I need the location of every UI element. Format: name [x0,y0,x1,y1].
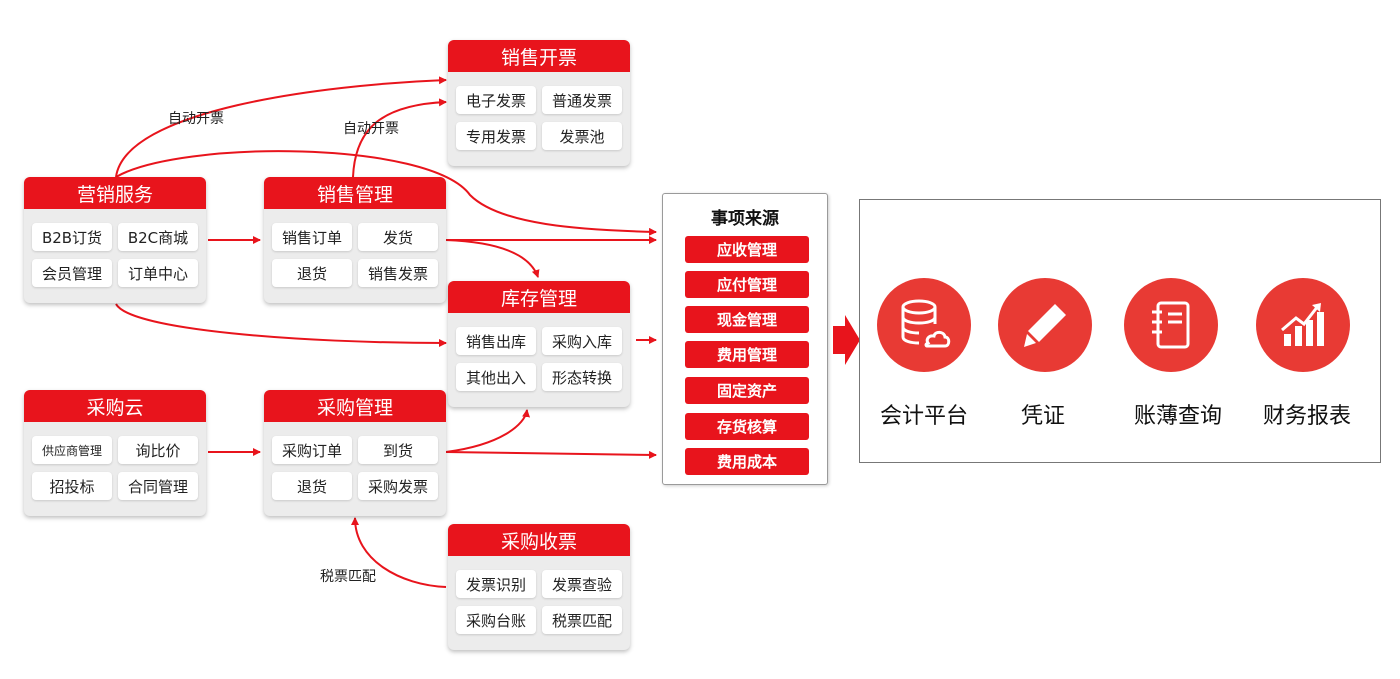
item-arrival[interactable]: 到货 [358,436,438,464]
item-purchase-invoice[interactable]: 采购发票 [358,472,438,500]
module-invoicing-title: 销售开票 [448,40,630,72]
module-inventory-title: 库存管理 [448,281,630,313]
item-sales-order[interactable]: 销售订单 [272,223,352,251]
accounting-panel: 会计平台 凭证 账薄查询 财务报表 [859,199,1381,463]
item-bidding[interactable]: 招投标 [32,472,112,500]
module-purchasing: 采购管理 采购订单 到货 退货 采购发票 [264,390,446,516]
source-item-expense-cost[interactable]: 费用成本 [685,448,809,475]
item-normal-invoice[interactable]: 普通发票 [542,86,622,114]
item-price-comparison[interactable]: 询比价 [118,436,198,464]
node-label-accounting-platform: 会计平台 [879,404,968,429]
item-purchase-return[interactable]: 退货 [272,472,352,500]
arrow-marketing-to-source [115,150,657,236]
module-procurement-cloud: 采购云 供应商管理 询比价 招投标 合同管理 [24,390,206,516]
arrow-purchasing-to-source [445,450,657,459]
item-purchase-order[interactable]: 采购订单 [272,436,352,464]
item-shipping[interactable]: 发货 [358,223,438,251]
node-label-financial-report: 财务报表 [1262,404,1351,429]
item-member-management[interactable]: 会员管理 [32,259,112,287]
item-special-invoice[interactable]: 专用发票 [456,122,536,150]
module-purchase-invoice: 采购收票 发票识别 发票查验 采购台账 税票匹配 [448,524,630,650]
module-marketing-title: 营销服务 [24,177,206,209]
module-inventory: 库存管理 销售出库 采购入库 其他出入 形态转换 [448,281,630,407]
item-e-invoice[interactable]: 电子发票 [456,86,536,114]
arrow-sales-to-invoicing [352,98,447,178]
module-marketing: 营销服务 B2B订货 B2C商城 会员管理 订单中心 [24,177,206,303]
flow-label-auto-invoice-2: 自动开票 [343,121,399,137]
item-sales-return[interactable]: 退货 [272,259,352,287]
module-invoicing: 销售开票 电子发票 普通发票 专用发票 发票池 [448,40,630,166]
big-arrow-source-to-accounting [833,315,860,365]
source-title: 事项来源 [711,209,779,229]
arrow-marketing-to-inventory [115,303,447,347]
flow-label-tax-match: 税票匹配 [320,569,376,585]
arrow-sales-to-inventory [445,239,540,278]
item-sales-invoice[interactable]: 销售发票 [358,259,438,287]
item-form-conversion[interactable]: 形态转换 [542,363,622,391]
source-item-inventory-accounting[interactable]: 存货核算 [685,413,809,440]
pencil-icon [998,278,1092,372]
item-b2c-mall[interactable]: B2C商城 [118,223,198,251]
source-item-payables[interactable]: 应付管理 [685,271,809,298]
module-sales: 销售管理 销售订单 发货 退货 销售发票 [264,177,446,303]
item-other-inout[interactable]: 其他出入 [456,363,536,391]
arrow-marketing-to-invoicing [115,76,447,178]
arrow-purchasing-to-inventory [445,409,531,453]
source-item-receivables[interactable]: 应收管理 [685,236,809,263]
node-label-ledger-query: 账薄查询 [1133,404,1222,429]
item-invoice-pool[interactable]: 发票池 [542,122,622,150]
item-tax-invoice-match[interactable]: 税票匹配 [542,606,622,634]
node-label-voucher: 凭证 [1020,404,1065,429]
source-panel: 事项来源 应收管理 应付管理 现金管理 费用管理 固定资产 存货核算 费用成本 [662,193,828,485]
source-item-expense[interactable]: 费用管理 [685,341,809,368]
module-purchasing-title: 采购管理 [264,390,446,422]
module-sales-title: 销售管理 [264,177,446,209]
bar-chart-icon [1256,278,1350,372]
item-invoice-verification[interactable]: 发票查验 [542,570,622,598]
item-contract-management[interactable]: 合同管理 [118,472,198,500]
module-procurement-cloud-title: 采购云 [24,390,206,422]
item-order-center[interactable]: 订单中心 [118,259,198,287]
arrow-purchase-invoice-to-purchasing [351,517,447,588]
source-item-cash[interactable]: 现金管理 [685,306,809,333]
notebook-icon [1124,278,1218,372]
source-item-fixed-assets[interactable]: 固定资产 [685,377,809,404]
flow-label-auto-invoice-1: 自动开票 [168,111,224,127]
item-b2b-order[interactable]: B2B订货 [32,223,112,251]
item-purchase-inbound[interactable]: 采购入库 [542,327,622,355]
item-invoice-recognition[interactable]: 发票识别 [456,570,536,598]
item-purchase-ledger[interactable]: 采购台账 [456,606,536,634]
item-supplier-management[interactable]: 供应商管理 [32,436,112,464]
item-sales-outbound[interactable]: 销售出库 [456,327,536,355]
module-purchase-invoice-title: 采购收票 [448,524,630,556]
database-cloud-icon [877,278,971,372]
